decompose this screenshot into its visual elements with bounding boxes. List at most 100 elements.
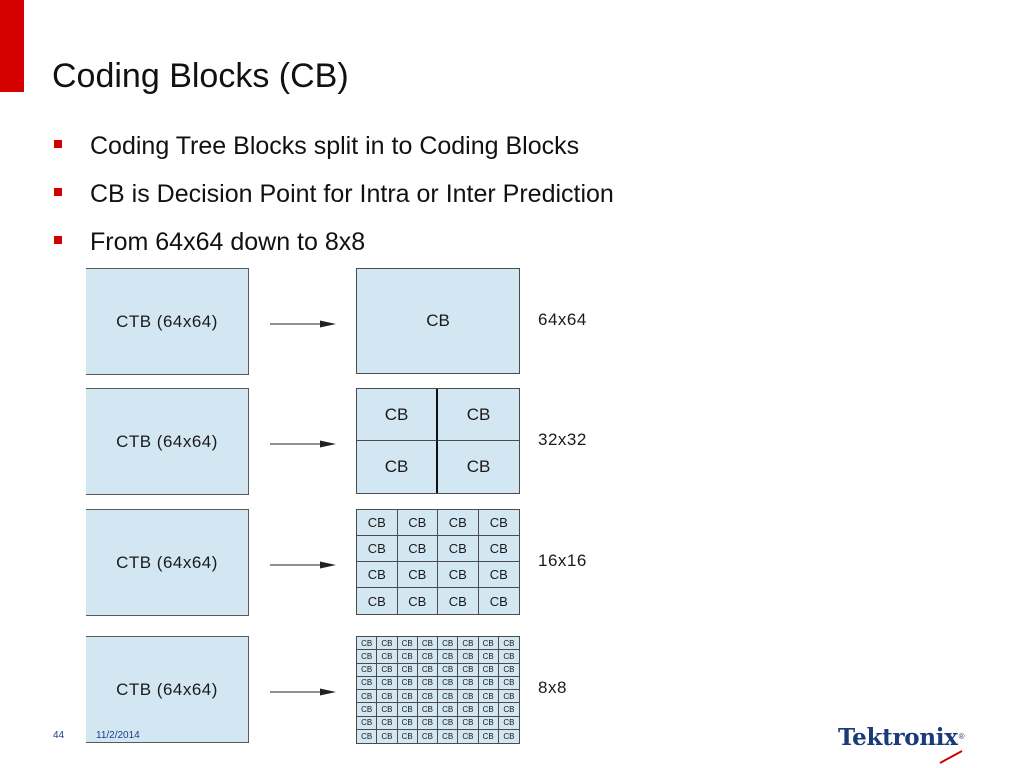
cb-cell: CB: [377, 650, 398, 664]
cb-cell: CB: [498, 690, 519, 704]
logo-registered-mark: ®: [958, 731, 965, 741]
cb-cell: CB: [417, 663, 438, 677]
block-size-label: 16x16: [538, 551, 587, 570]
arrow-right-icon: [270, 688, 336, 696]
cb-cell: CB: [417, 676, 438, 690]
cb-cell: CB: [397, 663, 418, 677]
cb-cell: CB: [498, 663, 519, 677]
cb-cell: CB: [417, 690, 438, 704]
cb-cell: CB: [438, 389, 519, 441]
cb-cell: CB: [357, 663, 378, 677]
cb-cell: CB: [357, 441, 438, 493]
cb-cell: CB: [397, 562, 438, 588]
bullet-item: Coding Tree Blocks split in to Coding Bl…: [52, 128, 614, 176]
cb-cell: CB: [478, 562, 519, 588]
cb-cell: CB: [357, 637, 378, 651]
cb-cell: CB: [438, 690, 459, 704]
cb-cell: CB: [498, 716, 519, 730]
bullet-square-icon: [54, 236, 62, 244]
cb-cell: CB: [357, 389, 438, 441]
cb-cell: CB: [478, 650, 499, 664]
slide-title: Coding Blocks (CB): [52, 57, 349, 95]
cb-cell: CB: [397, 716, 418, 730]
cb-cell: CB: [438, 676, 459, 690]
cb-cell: CB: [438, 510, 479, 536]
footer-date: 11/2/2014: [96, 730, 140, 741]
ctb-label: CTB (64x64): [116, 552, 218, 572]
block-size-label: 64x64: [538, 310, 587, 329]
cb-cell: CB: [377, 703, 398, 717]
cb-cell: CB: [478, 588, 519, 614]
cb-cell: CB: [397, 676, 418, 690]
bullet-list: Coding Tree Blocks split in to Coding Bl…: [52, 128, 614, 272]
bullet-text: CB is Decision Point for Intra or Inter …: [90, 180, 614, 208]
logo-swoosh-icon: [939, 750, 963, 764]
cb-cell: CB: [458, 650, 479, 664]
arrow-right-icon: [270, 320, 336, 328]
ctb-block: CTB (64x64): [86, 509, 249, 616]
cb-cell: CB: [438, 716, 459, 730]
cb-cell: CB: [478, 637, 499, 651]
cb-cell: CB: [357, 510, 398, 536]
cb-cell: CB: [478, 690, 499, 704]
cb-cell: CB: [357, 562, 398, 588]
bullet-text: Coding Tree Blocks split in to Coding Bl…: [90, 132, 580, 160]
cb-cell: CB: [478, 510, 519, 536]
cb-cell: CB: [377, 676, 398, 690]
accent-bar: [0, 0, 24, 92]
cb-cell: CB: [498, 703, 519, 717]
cb-cell: CB: [438, 637, 459, 651]
cb-cell: CB: [498, 729, 519, 743]
cb-cell: CB: [458, 690, 479, 704]
cb-cell: CB: [478, 536, 519, 562]
logo-text: Tektronix: [838, 724, 958, 751]
cb-cell: CB: [458, 716, 479, 730]
block-size-label: 8x8: [538, 678, 567, 697]
cb-cell: CB: [438, 562, 479, 588]
cb-cell: CB: [357, 716, 378, 730]
cb-cell: CB: [438, 729, 459, 743]
cb-cell: CB: [438, 703, 459, 717]
cb-cell: CB: [377, 690, 398, 704]
cb-cell: CB: [417, 716, 438, 730]
cb-cell: CB: [498, 637, 519, 651]
cb-grid: CB: [356, 268, 520, 374]
ctb-label: CTB (64x64): [116, 431, 218, 451]
bullet-square-icon: [54, 140, 62, 148]
cb-cell: CB: [478, 703, 499, 717]
cb-cell: CB: [478, 676, 499, 690]
cb-cell: CB: [458, 729, 479, 743]
cb-cell: CB: [357, 703, 378, 717]
bullet-item: From 64x64 down to 8x8: [52, 224, 614, 272]
arrow-right-icon: [270, 561, 336, 569]
cb-cell: CB: [377, 637, 398, 651]
cb-cell: CB: [498, 676, 519, 690]
cb-cell: CB: [377, 663, 398, 677]
cb-cell: CB: [397, 637, 418, 651]
page-number: 44: [53, 730, 65, 741]
diagram-row-64x64: CTB (64x64) CB 64x64: [0, 268, 700, 376]
cb-cell: CB: [438, 663, 459, 677]
cb-cell: CB: [478, 729, 499, 743]
cb-cell: CB: [438, 441, 519, 493]
tektronix-logo: Tektronix®: [838, 724, 988, 768]
bullet-square-icon: [54, 188, 62, 196]
cb-cell: CB: [458, 637, 479, 651]
cb-cell: CB: [357, 650, 378, 664]
cb-cell: CB: [397, 588, 438, 614]
cb-cell: CB: [438, 536, 479, 562]
cb-cell: CB: [397, 690, 418, 704]
cb-cell: CB: [397, 729, 418, 743]
ctb-block: CTB (64x64): [86, 388, 249, 495]
cb-cell: CB: [478, 716, 499, 730]
ctb-label: CTB (64x64): [116, 679, 218, 699]
cb-cell: CB: [397, 536, 438, 562]
cb-cell: CB: [357, 269, 519, 373]
cb-cell: CB: [438, 650, 459, 664]
block-size-label: 32x32: [538, 430, 587, 449]
cb-cell: CB: [478, 663, 499, 677]
cb-cell: CB: [357, 690, 378, 704]
